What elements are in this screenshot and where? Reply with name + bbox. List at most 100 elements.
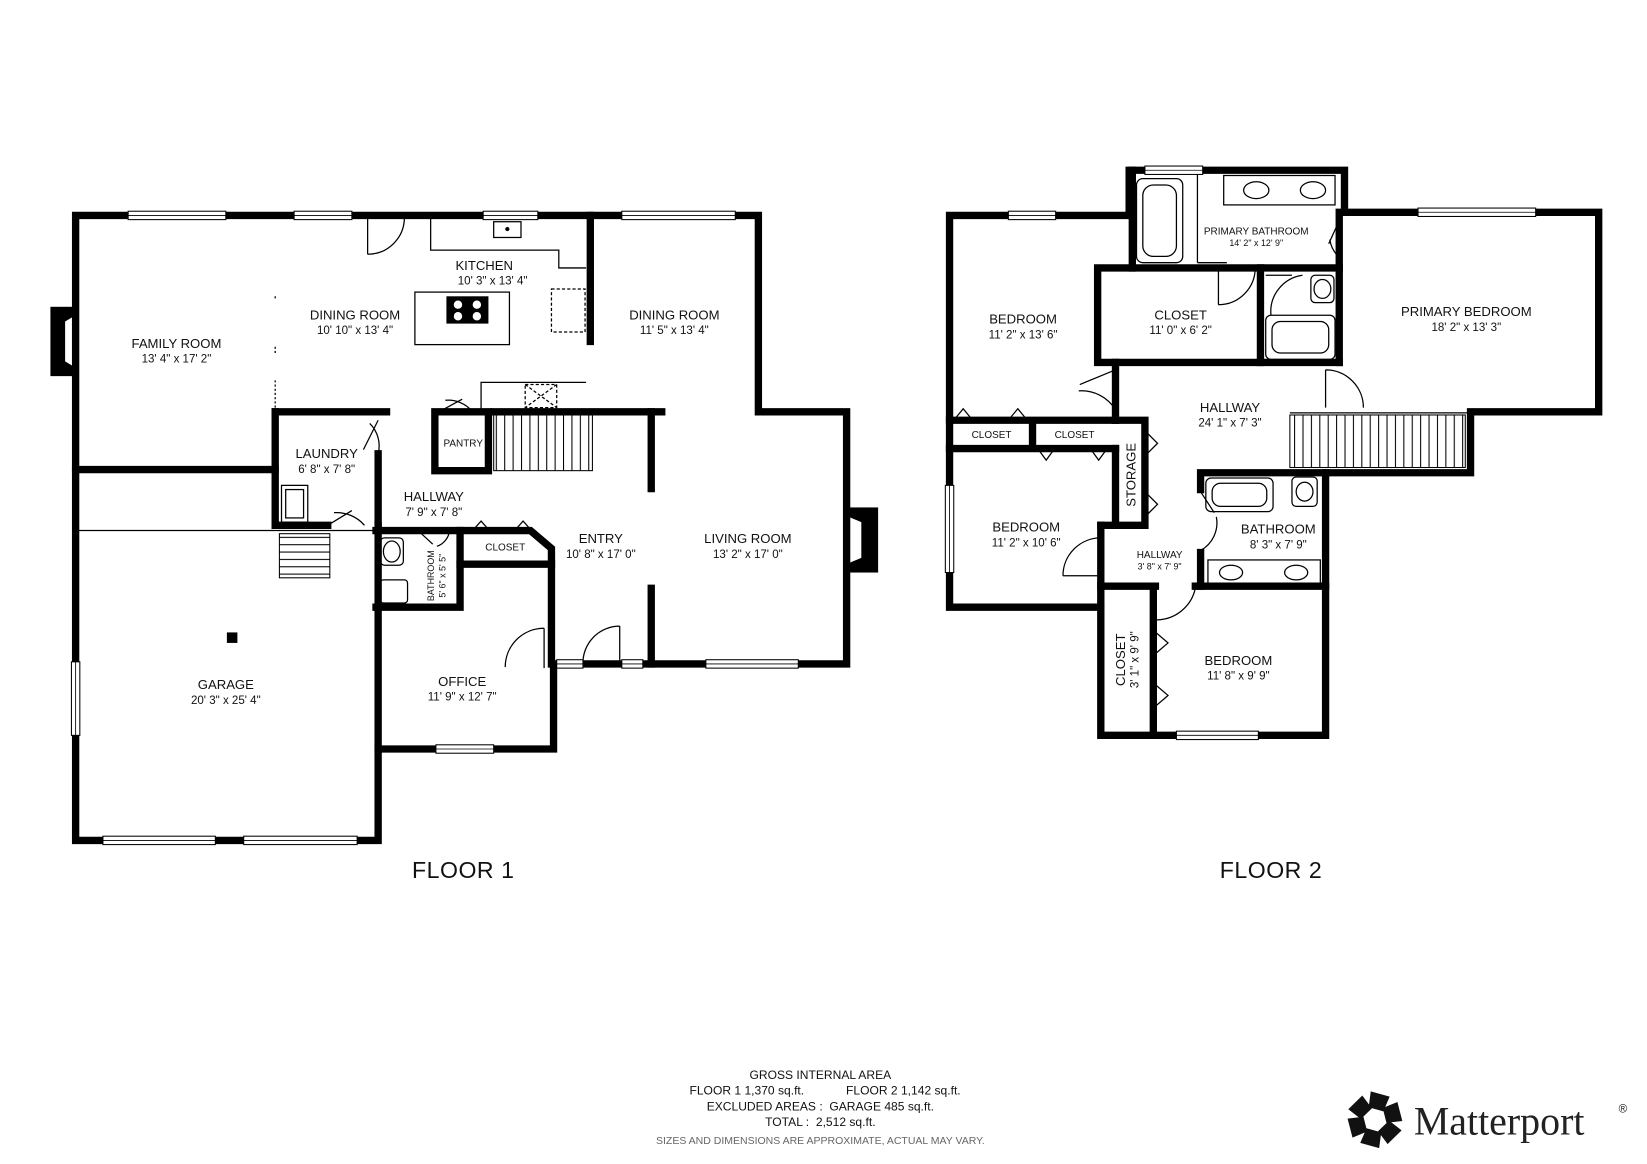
room-dimensions: 11' 8" x 9' 9" — [1207, 671, 1269, 683]
room-name: HALLWAY — [1200, 400, 1260, 415]
disclaimer: SIZES AND DIMENSIONS ARE APPROXIMATE, AC… — [656, 1135, 985, 1147]
window — [127, 210, 227, 221]
floor-1-bathroom-fixtures — [379, 537, 409, 604]
window — [621, 210, 736, 221]
area-title: GROSS INTERNAL AREA — [750, 1068, 893, 1082]
floor-2-room-labels: PRIMARY BATHROOM 14' 2" x 12' 9" BEDROOM… — [972, 226, 1532, 688]
excluded-area: EXCLUDED AREAS : GARAGE 485 sq.ft. — [707, 1099, 934, 1113]
room-dimensions: 14' 2" x 12' 9" — [1229, 238, 1283, 248]
room-name: BATHROOM — [426, 550, 436, 601]
room-name: BEDROOM — [989, 312, 1057, 327]
room-dimensions: 18' 2" x 13' 3" — [1431, 322, 1501, 334]
floor-1-room-labels: KITCHEN 10' 3" x 13' 4" DINING ROOM 10' … — [132, 258, 792, 707]
room-name: BEDROOM — [992, 520, 1060, 535]
windows — [70, 165, 1537, 846]
bathroom-fixtures — [1205, 476, 1321, 585]
window — [102, 835, 216, 846]
room-dimensions: 11' 5" x 13' 4" — [640, 325, 709, 337]
room-name: ENTRY — [579, 531, 623, 546]
room-dimensions: 6' 8" x 7' 8" — [298, 464, 355, 476]
window — [70, 661, 81, 736]
window — [621, 659, 644, 669]
garage-stairs — [278, 533, 331, 579]
floor-1-area: FLOOR 1 1,370 sq.ft. — [689, 1084, 804, 1098]
room-dimensions: 10' 10" x 13' 4" — [317, 325, 393, 337]
room-name: LIVING ROOM — [704, 531, 791, 546]
window — [1144, 165, 1204, 175]
room-dimensions: 10' 3" x 13' 4" — [458, 276, 528, 288]
floor-2-exterior-walls — [945, 166, 1603, 740]
room-name: CLOSET — [972, 430, 1012, 441]
room-dimensions: 13' 2" x 17' 0" — [713, 549, 783, 561]
logo-blade — [1348, 1095, 1372, 1119]
room-dimensions: 5' 6" x 5' 5" — [437, 554, 447, 598]
room-name: BATHROOM — [1241, 522, 1316, 537]
room-name: STORAGE — [1123, 443, 1138, 507]
window — [435, 744, 495, 754]
window — [556, 659, 584, 669]
floor-2-plan — [945, 166, 1603, 740]
window — [705, 659, 799, 669]
room-name: CLOSET — [1113, 634, 1128, 686]
room-dimensions: 11' 2" x 10' 6" — [992, 537, 1061, 549]
logo-wordmark: Matterport — [1414, 1099, 1585, 1144]
room-name: PANTRY — [443, 439, 483, 450]
window — [944, 484, 955, 574]
room-name: CLOSET — [485, 542, 525, 553]
floor-1-title: FLOOR 1 — [412, 857, 515, 883]
logo-blade — [1347, 1116, 1368, 1138]
logo-blade — [1368, 1091, 1390, 1112]
room-name: KITCHEN — [455, 258, 513, 273]
room-dimensions: 20' 3" x 25' 4" — [191, 695, 261, 707]
room-dimensions: 3' 8" x 7' 9" — [1138, 561, 1182, 571]
logo-blade — [1378, 1120, 1402, 1145]
floor-2-stairs — [1289, 414, 1466, 469]
logo-blade — [1382, 1101, 1403, 1123]
primary-bathroom-fixtures — [1135, 173, 1336, 360]
window — [243, 835, 358, 846]
room-name: FAMILY ROOM — [132, 336, 222, 351]
window — [482, 210, 539, 221]
room-name: OFFICE — [438, 674, 486, 689]
room-dimensions: 11' 9" x 12' 7" — [428, 692, 497, 704]
floor-2-doors — [953, 220, 1365, 709]
floor-2-title: FLOOR 2 — [1220, 857, 1323, 883]
window — [1175, 730, 1259, 741]
room-name: HALLWAY — [404, 489, 464, 504]
room-name: DINING ROOM — [310, 307, 400, 322]
room-dimensions: 13' 4" x 17' 2" — [142, 353, 212, 365]
room-name: GARAGE — [198, 677, 254, 692]
floor-1-interior-walls — [71, 211, 666, 753]
floor-2-area: FLOOR 2 1,142 sq.ft. — [846, 1084, 961, 1098]
logo-blade — [1360, 1128, 1382, 1149]
room-dimensions: 24' 1" x 7' 3" — [1198, 418, 1261, 430]
window — [293, 210, 353, 221]
floor-2-interior-walls — [945, 166, 1471, 740]
kitchen-fixtures — [414, 218, 587, 412]
room-name: PRIMARY BEDROOM — [1401, 304, 1532, 319]
room-dimensions: 8' 3" x 7' 9" — [1250, 539, 1307, 551]
laundry-washer — [280, 484, 309, 523]
garage-marker — [226, 632, 238, 643]
room-name: CLOSET — [1154, 307, 1206, 322]
room-name: LAUNDRY — [295, 446, 358, 461]
room-name: BEDROOM — [1205, 653, 1273, 668]
floor-1-doors — [327, 217, 621, 669]
matterport-logo: Matterport ® — [1347, 1091, 1628, 1149]
total-area: TOTAL : 2,512 sq.ft. — [765, 1115, 875, 1129]
room-dimensions: 10' 8" x 17' 0" — [566, 549, 636, 561]
window — [1007, 210, 1057, 221]
room-dimensions: 7' 9" x 7' 8" — [405, 507, 462, 519]
room-dimensions: 11' 0" x 6' 2" — [1149, 325, 1211, 337]
room-dimensions: 11' 2" x 13' 6" — [989, 329, 1058, 341]
logo-registered-mark: ® — [1619, 1103, 1628, 1115]
room-name: DINING ROOM — [629, 307, 719, 322]
room-name: HALLWAY — [1137, 550, 1183, 561]
floor-1-stairs — [493, 414, 593, 472]
matterport-pinwheel-icon — [1347, 1091, 1403, 1149]
area-summary: GROSS INTERNAL AREA FLOOR 1 1,370 sq.ft.… — [656, 1068, 985, 1147]
room-dimensions: 3' 1" x 9' 9" — [1130, 631, 1142, 688]
window — [1417, 207, 1537, 217]
room-name: PRIMARY BATHROOM — [1204, 226, 1309, 237]
